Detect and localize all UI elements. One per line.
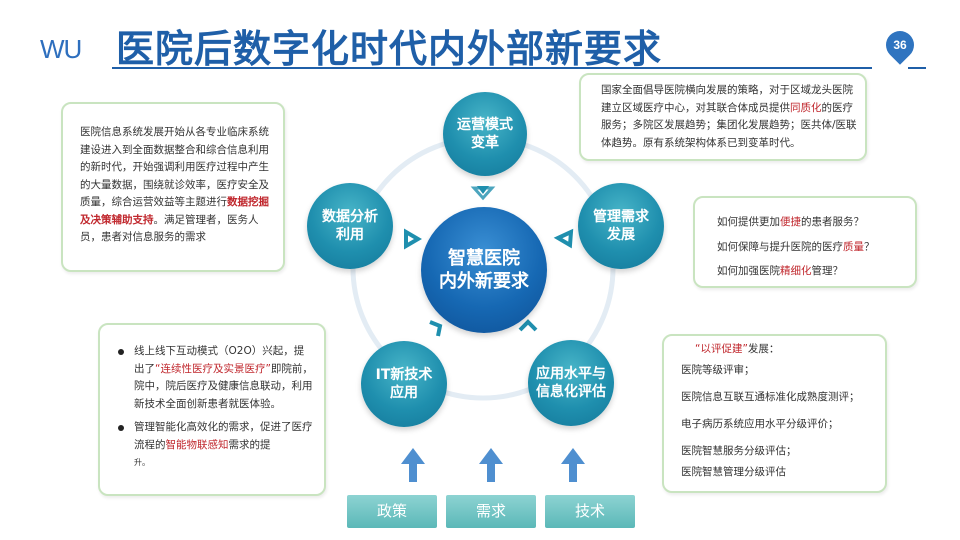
tl-highlight: 数据挖掘及决策辅助支持 [80, 196, 269, 226]
tl-text-b: 。满足管理者，医务人员，患者对信息服务的需求 [80, 213, 259, 244]
policy-tag: 政策 [347, 495, 437, 528]
center-smart-hospital: 智慧医院内外新要求 [421, 207, 547, 333]
tr-text-b: 的医疗服务；多院区发展趋势；集团化发展趋势；医共体/医联体趋势。原有系统架构体系… [601, 101, 857, 149]
bl-item2-highlight: 智能物联感知 [165, 438, 229, 451]
q1-text-a: 如何提供更加 [717, 216, 780, 228]
node-top-line2: 变革 [471, 135, 499, 151]
node-right-line2: 发展 [607, 227, 635, 243]
tr-text-a: 国家全面倡导医院横向发展的策略，对于区域龙头医院建立区域医疗中心，对其联合体成员… [601, 84, 853, 114]
q2-highlight: 质量 [843, 240, 864, 253]
chevron-bottom-right [518, 319, 538, 332]
data-analysis-textbox: 医院信息系统发展开始从各专业临床系统建设进入到全面数据整合和综合信息利用的新时代… [61, 102, 285, 272]
question-1: 如何提供更加便捷的患者服务？ [717, 210, 907, 235]
node-right-line1: 管理需求 [593, 209, 649, 225]
chevron-top-b [470, 186, 496, 201]
title-underline [112, 67, 872, 69]
node-left-line1: 数据分析 [322, 209, 378, 225]
node-it-technology: IT新技术应用 [361, 341, 447, 427]
br-line-4: 电子病历系统应用水平分级评价； [681, 418, 839, 430]
chevron-left [404, 228, 422, 250]
bl-item2-text-c: 升。 [134, 458, 150, 467]
chevron-bottom-left [429, 320, 443, 337]
node-bottom-left-line1: IT新技术 [375, 367, 433, 383]
q2-text-a: 如何保障与提升医院的医疗 [717, 240, 843, 253]
up-arrow-middle-icon [479, 448, 503, 482]
br-line1-highlight: “以评促建” [695, 343, 748, 355]
q1-highlight: 便捷 [780, 216, 801, 228]
bl-item1-text-a: 线上线下互动模式（O2O）兴起，提出了 [134, 345, 305, 375]
node-bottom-left-line2: 应用 [389, 385, 418, 401]
operation-model-textbox: 国家全面倡导医院横向发展的策略，对于区域龙头医院建立区域医疗中心，对其联合体成员… [579, 73, 867, 161]
br-line-5: 医院智慧服务分级评估； [681, 445, 797, 457]
evaluation-textbox: “以评促建”发展： 医院等级评审； 医院信息互联互通标准化成熟度测评； 电子病历… [662, 334, 887, 493]
chevron-right [553, 228, 574, 249]
node-bottom-right-line2: 信息化评估 [536, 384, 606, 400]
node-management-demand: 管理需求发展 [578, 183, 664, 269]
q3-highlight: 精细化 [780, 265, 812, 277]
br-line-6: 医院智慧管理分级评估 [681, 466, 786, 478]
br-line-1: “以评促建”发展： [681, 342, 877, 357]
technology-tag: 技术 [545, 495, 635, 528]
up-arrow-left-icon [401, 448, 425, 482]
tr-highlight: 同质化 [790, 101, 822, 114]
tl-text-a: 医院信息系统发展开始从各专业临床系统建设进入到全面数据整合和综合信息利用的新时代… [80, 126, 269, 208]
question-3: 如何加强医院精细化管理？ [717, 259, 907, 284]
br-line-3: 医院信息互联互通标准化成熟度测评； [681, 391, 860, 403]
node-data-analysis: 数据分析利用 [307, 183, 393, 269]
bl-item1-text-b: 即院前，院中，院后医疗及健康信息联动，利用新技术全面创新患者就医体验。 [134, 362, 313, 410]
bullet-dot-icon [118, 349, 124, 355]
node-left-line2: 利用 [336, 227, 364, 243]
title-underline-right [908, 67, 926, 69]
question-2: 如何保障与提升医院的医疗质量？ [717, 235, 907, 260]
br-line1-text: 发展： [747, 343, 780, 355]
bullet-dot-icon [118, 425, 124, 431]
bl-item2-text-a: 管理智能化高效化的需求，促进了医疗流程的 [134, 421, 313, 451]
up-arrow-right-icon [561, 448, 585, 482]
node-top-line1: 运营模式 [457, 117, 513, 133]
page-title: 医院后数字化时代内外部新要求 [116, 27, 663, 71]
br-line-2: 医院等级评审； [681, 364, 755, 376]
q3-text-b: 管理？ [811, 265, 844, 277]
center-line2: 内外新要求 [439, 271, 529, 292]
bl-item2-text-b: 需求的提 [228, 438, 271, 451]
q2-text-b: ？ [864, 240, 875, 253]
br-gap [681, 378, 877, 390]
node-operation-model: 运营模式变革 [443, 92, 527, 176]
node-bottom-right-line1: 应用水平与 [536, 366, 606, 382]
it-technology-textbox: 线上线下互动模式（O2O）兴起，提出了“连续性医疗及实景医疗”即院前，院中，院后… [98, 323, 326, 496]
q1-text-b: 的患者服务？ [801, 216, 864, 228]
bl-item1-highlight: “连续性医疗及实景医疗” [155, 362, 271, 375]
logo: WU [40, 34, 82, 64]
node-application-level: 应用水平与信息化评估 [528, 340, 614, 426]
bullet-item-o2o: 线上线下互动模式（O2O）兴起，提出了“连续性医疗及实景医疗”即院前，院中，院后… [114, 343, 314, 413]
q3-text-a: 如何加强医院 [717, 265, 780, 277]
demand-tag: 需求 [446, 495, 536, 528]
center-line1: 智慧医院 [448, 248, 520, 269]
bullet-item-management: 管理智能化高效化的需求，促进了医疗流程的智能物联感知需求的提升。 [114, 419, 314, 472]
management-questions-textbox: 如何提供更加便捷的患者服务？ 如何保障与提升医院的医疗质量？ 如何加强医院精细化… [693, 196, 917, 288]
